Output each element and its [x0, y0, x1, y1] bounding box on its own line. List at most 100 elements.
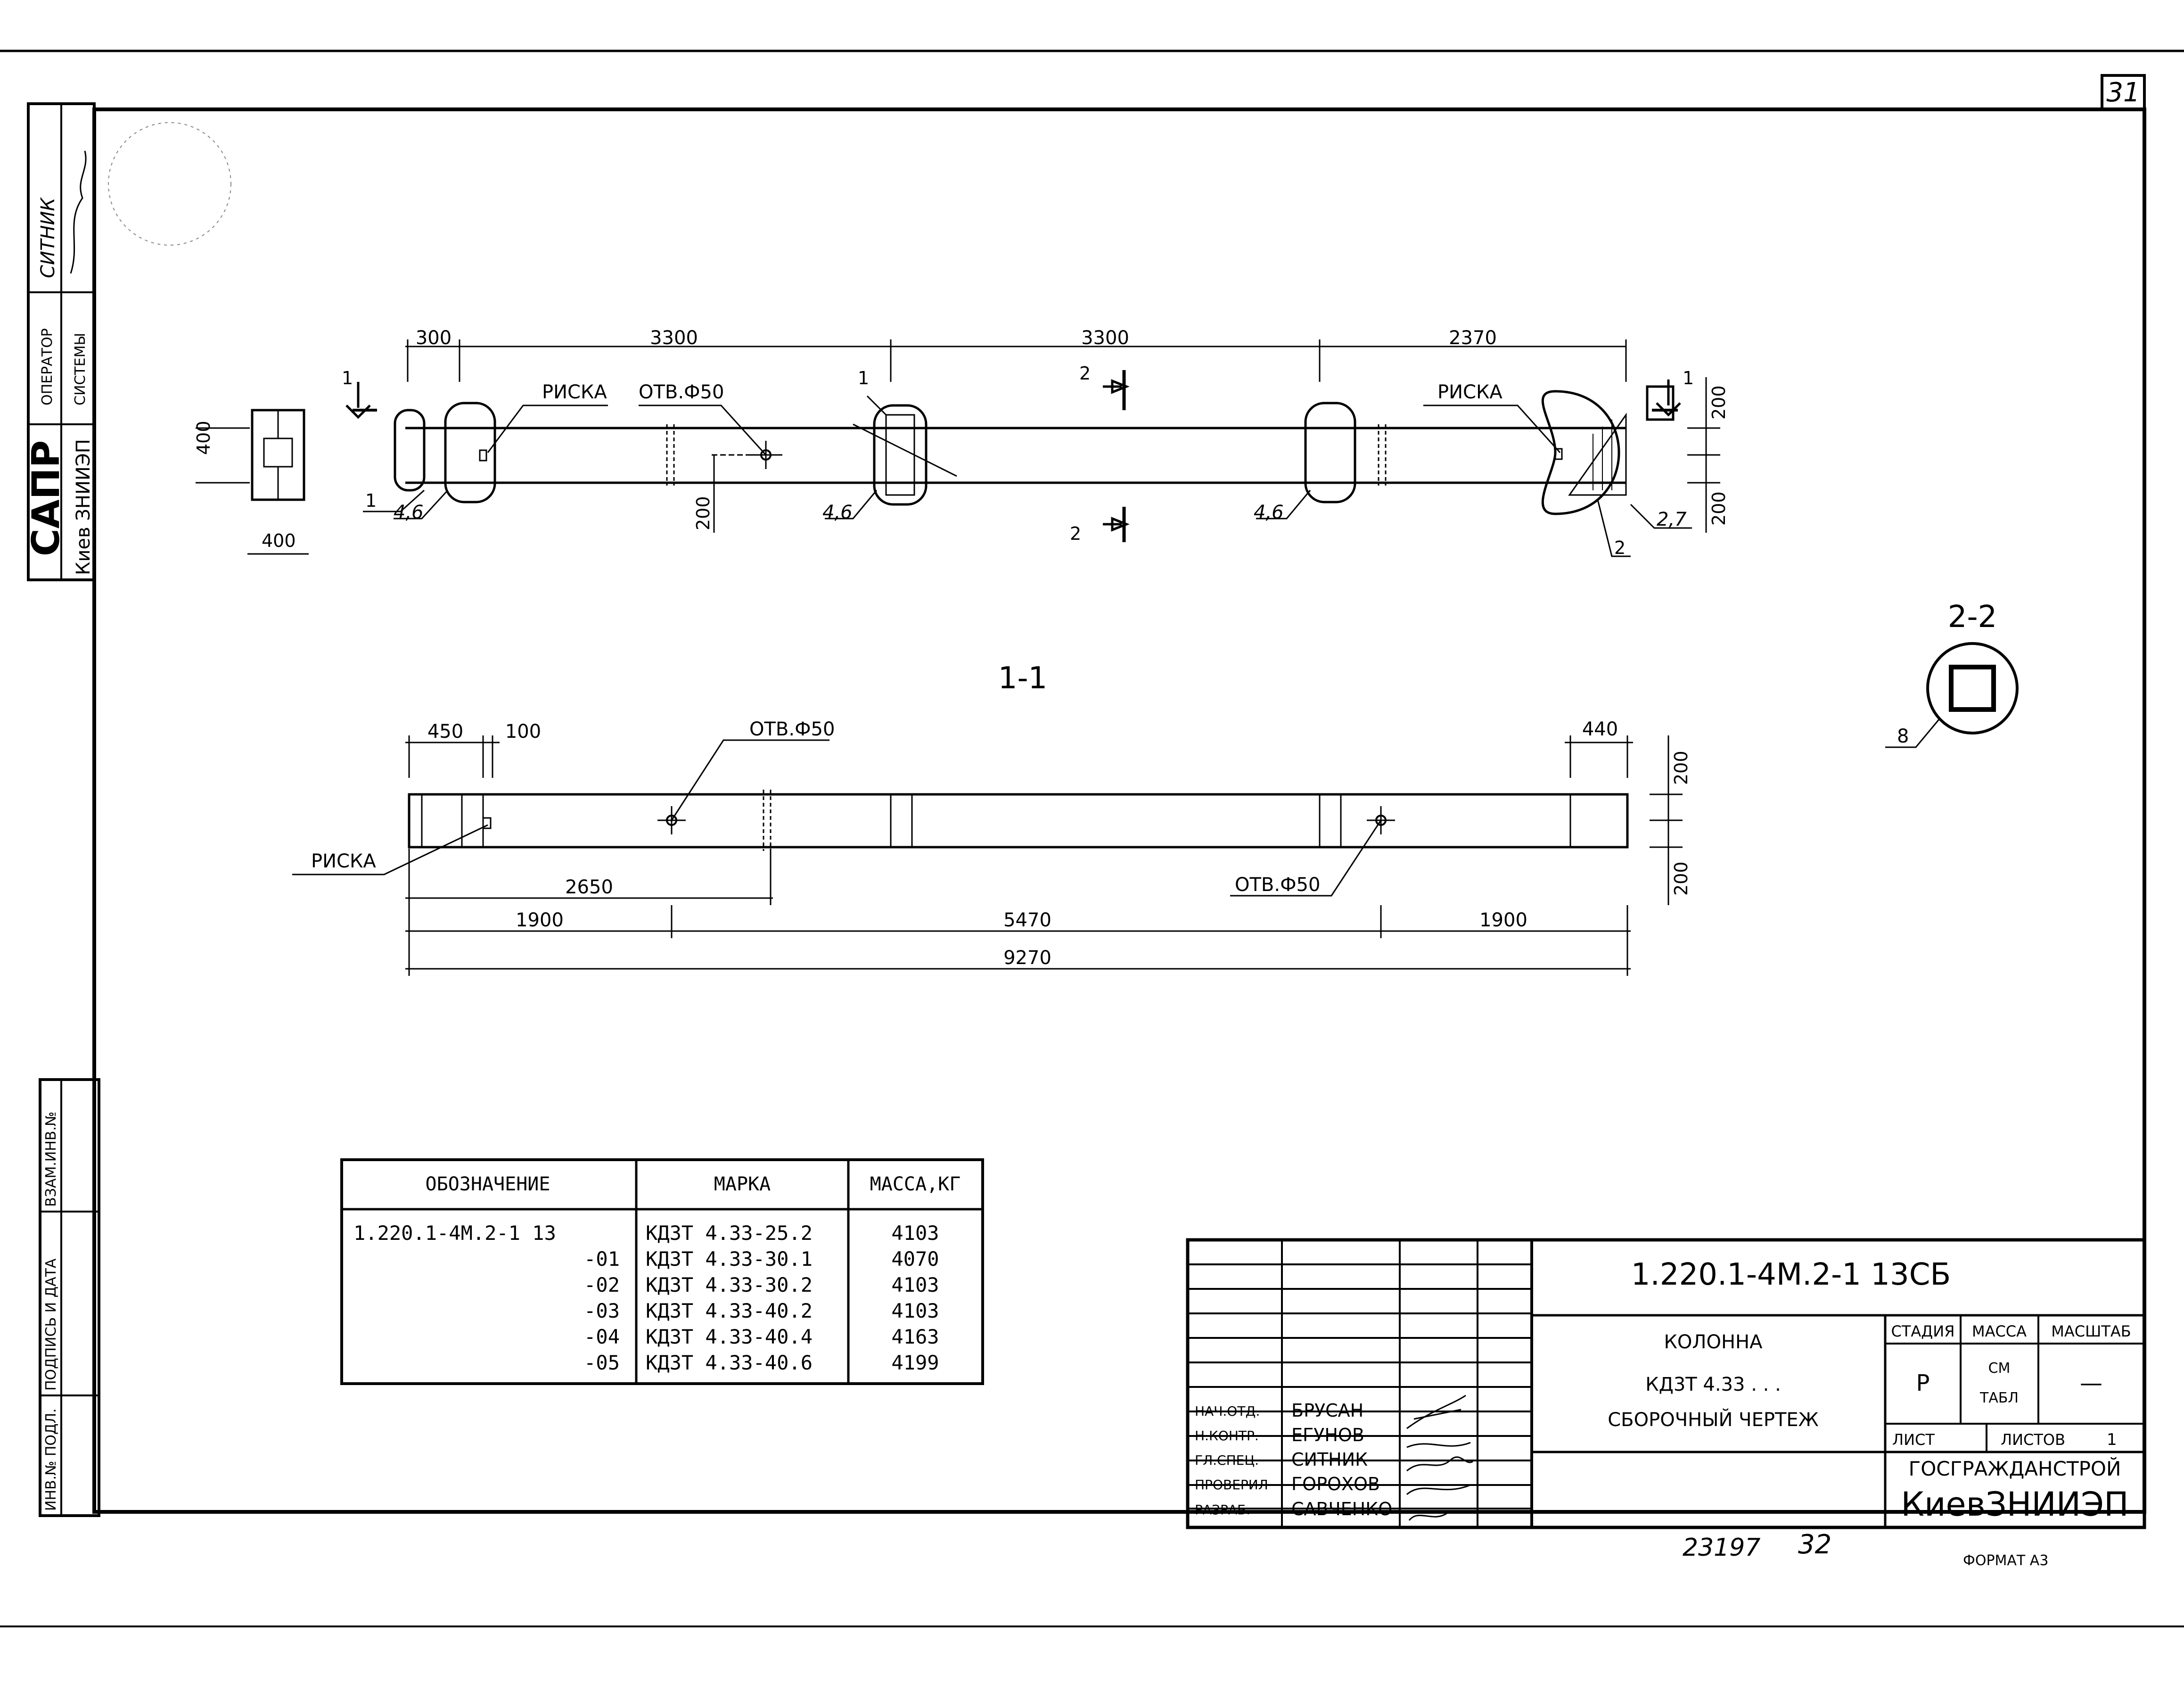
role-label: ПРОВЕРИЛ: [1195, 1477, 1268, 1493]
spec-row-code: -01: [584, 1247, 620, 1270]
spec-row-mass: 4103: [891, 1221, 939, 1245]
stadia-value: Р: [1916, 1370, 1930, 1396]
operator-name: СИТНИК: [37, 197, 59, 278]
sheet-number: 31: [2106, 77, 2140, 108]
lift-loop-2: [873, 404, 928, 506]
plan-riska-left: РИСКА: [542, 381, 607, 403]
sec-dim-450: 450: [427, 721, 463, 742]
section-1-1-title: 1-1: [998, 661, 1048, 696]
sheet-number-box: [2101, 74, 2146, 111]
section-2-2-title: 2-2: [1948, 600, 1997, 635]
massa-label: МАССА: [1972, 1322, 2027, 1340]
format-label: ФОРМАТ А3: [1963, 1552, 2048, 1569]
inv-number: 23197: [1683, 1534, 1760, 1562]
section-2-2-callout: 8: [1897, 726, 1909, 747]
spec-row-mark: КД3Т 4.33-40.2: [646, 1299, 813, 1322]
vzam-inv-label: ВЗАМ.ИНВ.№: [43, 1112, 59, 1207]
operator-label-2: СИСТЕМЫ: [72, 333, 89, 405]
plan-callout-1-mid: 1: [858, 368, 869, 388]
plan-callout-46a: 4,6: [394, 502, 424, 523]
masshtab-value: —: [2080, 1370, 2102, 1396]
signature-3: [1406, 1456, 1473, 1472]
document-code: 1.220.1-4М.2-1 13СБ: [1631, 1257, 1951, 1292]
item-name-line2: КД3Т 4.33 . . .: [1645, 1374, 1781, 1395]
sapr-org: Киев ЗНИИЭП: [73, 439, 94, 575]
sec-dim-1900a: 1900: [516, 909, 564, 931]
plan-dim-300: 300: [416, 327, 452, 349]
list-label: ЛИСТ: [1892, 1431, 1935, 1449]
left-margin-boxes: ВЗАМ.ИНВ.№ ПОДПИСЬ И ДАТА ИНВ.№ ПОДЛ.: [39, 1078, 100, 1517]
role-label: Н.КОНТР.: [1195, 1428, 1259, 1444]
sec-dim-440: 440: [1582, 718, 1618, 740]
spec-row-mass: 4163: [891, 1325, 939, 1348]
section-2-bottom: 2: [1070, 523, 1081, 544]
spec-row-mark: КД3Т 4.33-30.1: [646, 1247, 813, 1270]
spec-row-mass: 4199: [891, 1351, 939, 1374]
role-label: ГЛ.СПЕЦ.: [1195, 1452, 1259, 1468]
sec-dim-9270: 9270: [1003, 947, 1051, 969]
operator-signature: [70, 150, 87, 274]
spec-row-code: -04: [584, 1325, 620, 1348]
sapr-stamp: САПР Киев ЗНИИЭП ОПЕРАТОР СИСТЕМЫ СИТНИК: [24, 102, 231, 581]
sec-dim-200-bottom: 200: [1671, 861, 1691, 896]
spec-row-mark: КД3Т 4.33-40.4: [646, 1325, 813, 1348]
listov-label: ЛИСТОВ: [2001, 1431, 2065, 1449]
sapr-label: САПР: [24, 440, 68, 556]
plan-callout-46c: 4,6: [1254, 502, 1284, 523]
lift-loop-3: [1304, 402, 1356, 503]
sec-riska-label: РИСКА: [311, 850, 376, 872]
podpis-data-label: ПОДПИСЬ И ДАТА: [43, 1258, 59, 1391]
role-name: ЕГУНОВ: [1291, 1425, 1364, 1445]
spec-table: ОБОЗНАЧЕНИЕ МАРКА МАССА,КГ 1.220.1-4М.2-…: [340, 1158, 984, 1385]
spec-row-mass: 4103: [891, 1299, 939, 1322]
plan-callout-1: 1: [365, 490, 377, 511]
title-block: НАЧ.ОТД. БРУСАН Н.КОНТР. ЕГУНОВ ГЛ.СПЕЦ.…: [1186, 1238, 2146, 1529]
signature-4: [1406, 1484, 1471, 1495]
role-name: БРУСАН: [1291, 1400, 1363, 1421]
end-cap-right: [1646, 385, 1675, 421]
massa-value-2: ТАБЛ: [1979, 1390, 2019, 1406]
spec-header-mark: МАРКА: [714, 1173, 771, 1195]
plan-view: 400 400 300 3300 33: [193, 327, 1729, 558]
section-2-top: 2: [1079, 363, 1091, 384]
sec-dim-200-top: 200: [1671, 751, 1691, 785]
spec-row-mass: 4103: [891, 1273, 939, 1296]
spec-header-mass: МАССА,КГ: [870, 1173, 961, 1195]
section-1-left: 1: [342, 368, 353, 388]
sec-dim-2650: 2650: [565, 876, 613, 898]
spec-row-code: 1.220.1-4М.2-1 13: [353, 1221, 556, 1245]
org-line1: ГОСГРАЖДАНСТРОЙ: [1909, 1457, 2121, 1480]
signature-5: [1408, 1512, 1447, 1521]
operator-label-1: ОПЕРАТОР: [39, 328, 56, 405]
plan-dim-2370: 2370: [1449, 327, 1497, 349]
drawing-frame: [92, 107, 2146, 1514]
section-2-2: 2-2 8: [1885, 600, 2019, 748]
plan-dim-3300b: 3300: [1081, 327, 1129, 349]
stadia-label: СТАДИЯ: [1891, 1322, 1955, 1340]
plan-dim-200-mid: 200: [693, 496, 714, 530]
plan-hole-label: ОТВ.Ф50: [639, 381, 724, 403]
plan-callout-27: 2,7: [1657, 509, 1687, 530]
seal-stamp: [108, 122, 231, 246]
spec-row-code: -03: [584, 1299, 620, 1322]
spec-row-mark: КД3Т 4.33-40.6: [646, 1351, 813, 1374]
signature-2: [1406, 1442, 1471, 1448]
spec-row-mark: КД3Т 4.33-30.2: [646, 1273, 813, 1296]
role-name: САВЧЕНКО: [1291, 1499, 1392, 1519]
sec-dim-5470: 5470: [1003, 909, 1051, 931]
dim-400-horizontal: 400: [262, 530, 296, 551]
column-elevation: [408, 793, 1629, 849]
org-line2: КиевЗНИИЭП: [1901, 1485, 2128, 1524]
spec-row-mark: КД3Т 4.33-25.2: [646, 1221, 813, 1245]
role-label: РАЗРАБ.: [1195, 1502, 1250, 1518]
role-label: НАЧ.ОТД.: [1195, 1403, 1260, 1419]
sec-hole-label-top: ОТВ.Ф50: [749, 718, 835, 740]
massa-value-1: СМ: [1988, 1360, 2011, 1377]
sec-dim-1900b: 1900: [1479, 909, 1527, 931]
plan-dim-200-top: 200: [1708, 385, 1729, 420]
role-name: СИТНИК: [1291, 1449, 1368, 1470]
item-name-line1: КОЛОННА: [1664, 1331, 1763, 1353]
end-cap-left: [394, 409, 426, 492]
item-name-line3: СБОРОЧНЫЙ ЧЕРТЕЖ: [1608, 1408, 1819, 1431]
